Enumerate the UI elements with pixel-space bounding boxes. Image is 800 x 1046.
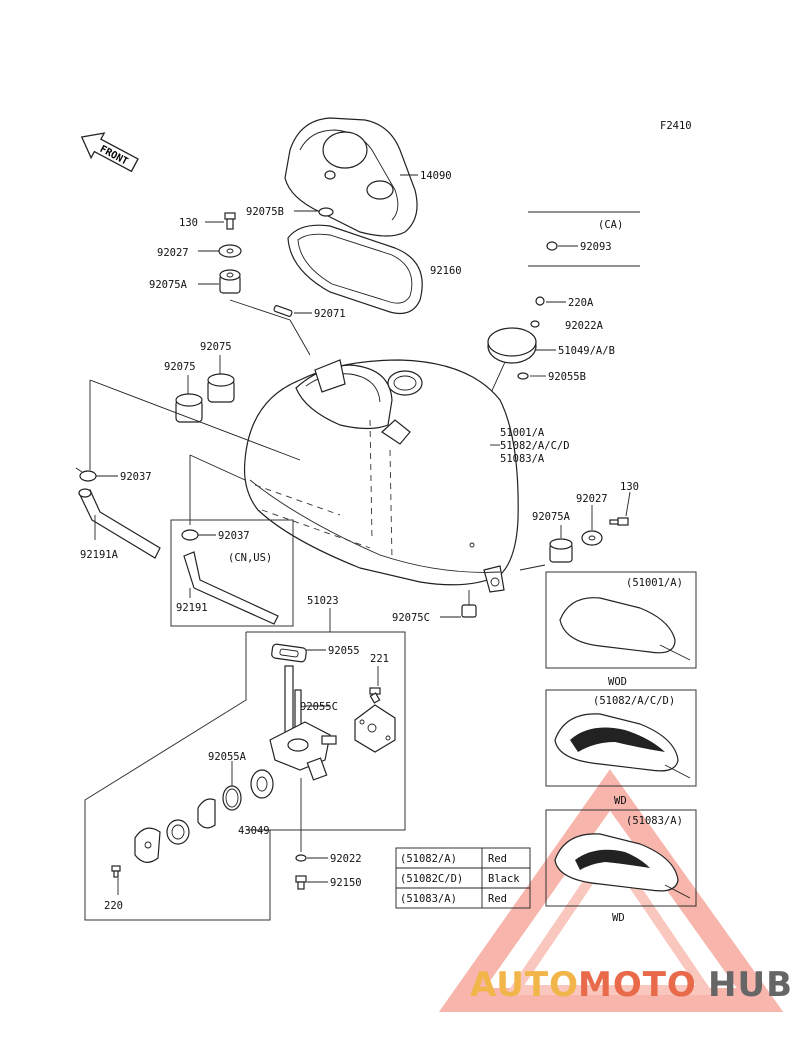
- washer-92022-part: [295, 854, 307, 862]
- fuel-cock-assembly-box: [84, 631, 406, 921]
- variant-1-caption: WOD: [608, 676, 627, 688]
- label-92160: 92160: [430, 265, 462, 277]
- label-220a: 220A: [568, 297, 594, 309]
- label-92075b: 92075B: [246, 206, 284, 218]
- table-row-1-color: Red: [488, 853, 507, 865]
- variant-box-1: (51001/A) WOD: [545, 571, 697, 688]
- hose-92191a-part: [79, 489, 161, 559]
- table-row-2-part: (51082C/D): [400, 873, 463, 885]
- variant-3-caption: WD: [612, 912, 625, 924]
- screw-220-part: [111, 865, 121, 878]
- tank-variant-wd-icon: [554, 713, 679, 772]
- oring-92055b-part: [517, 372, 529, 380]
- washer-92027-left-part: [218, 244, 242, 258]
- clamp-92037-a-part: [75, 467, 97, 482]
- watermark-hub: HUB: [708, 965, 793, 1005]
- color-table: (51082/A) Red (51082C/D) Black (51083/A)…: [395, 847, 531, 909]
- washer-92093-part: [546, 241, 558, 251]
- variant-2-caption: WD: [614, 795, 627, 807]
- washer-92022a-part: [530, 320, 540, 328]
- label-92055c: 92055C: [300, 701, 338, 713]
- gasket-92055-part: [271, 643, 307, 663]
- fuel-cock-body-part: [269, 665, 337, 781]
- tank-variant-wod-icon: [559, 597, 676, 654]
- fuel-cock-plate-part: [134, 827, 161, 863]
- label-92150: 92150: [330, 877, 362, 889]
- table-row-2-color: Black: [488, 873, 520, 885]
- pin-92071-part: [273, 305, 293, 317]
- fuel-cock-washer-part: [166, 819, 190, 845]
- screw-221-part: [369, 687, 381, 704]
- label-92075-b: 92075: [164, 361, 196, 373]
- cap-51049-part: [487, 327, 537, 364]
- label-51001: 51001/A: [500, 427, 545, 439]
- ca-label: (CA): [598, 219, 623, 231]
- hose-92191-part: [183, 551, 279, 625]
- cover-92055c-part: [354, 704, 396, 753]
- damper-92075a-left-part: [219, 269, 241, 294]
- variant-1-label: (51001/A): [626, 577, 683, 589]
- label-92075a-left: 92075A: [149, 279, 188, 291]
- label-130-right: 130: [620, 481, 639, 493]
- figure-code: F2410: [660, 120, 692, 132]
- label-221: 221: [370, 653, 389, 665]
- label-220: 220: [104, 900, 123, 912]
- label-92075c: 92075C: [392, 612, 430, 624]
- watermark-auto: AUTO: [470, 965, 579, 1005]
- label-92037-a: 92037: [120, 471, 152, 483]
- grommet-92075b-part: [318, 207, 334, 217]
- ca-variant-box: (CA) 92093: [528, 211, 640, 267]
- table-row-3-part: (51083/A): [400, 893, 457, 905]
- label-92055: 92055: [328, 645, 360, 657]
- watermark-logo: AUTO MOTO HUB: [470, 965, 793, 1005]
- fuel-tank-part: [243, 359, 519, 593]
- label-92075-a: 92075: [200, 341, 232, 353]
- fuel-cock-spring-part: [197, 798, 216, 829]
- clamp-92037-b-part: [181, 529, 199, 541]
- label-92191: 92191: [176, 602, 208, 614]
- label-92022a: 92022A: [565, 320, 604, 332]
- label-92071: 92071: [314, 308, 346, 320]
- washer-92027-right-part: [581, 530, 603, 546]
- label-92037-b: 92037: [218, 530, 250, 542]
- damper-92075-b-part: [175, 393, 203, 423]
- front-arrow-icon: FRONT: [80, 132, 139, 173]
- label-92055b: 92055B: [548, 371, 586, 383]
- variant-3-label: (51083/A): [626, 815, 683, 827]
- label-51083: 51083/A: [500, 453, 545, 465]
- lever-43049-part: [250, 769, 274, 799]
- damper-92075a-right-part: [549, 538, 573, 563]
- cnus-label: (CN,US): [228, 552, 272, 564]
- label-51049: 51049/A/B: [558, 345, 615, 357]
- table-row-3-color: Red: [488, 893, 507, 905]
- variant-2-label: (51082/A/C/D): [593, 695, 675, 707]
- gasket-92160-part: [287, 224, 423, 315]
- label-92022: 92022: [330, 853, 362, 865]
- label-92027-left: 92027: [157, 247, 189, 259]
- damper-92075c-part: [461, 604, 477, 618]
- damper-92075-a-part: [207, 373, 235, 403]
- label-130-left: 130: [179, 217, 198, 229]
- watermark-moto: MOTO: [578, 965, 697, 1005]
- label-92075a-right: 92075A: [532, 511, 571, 523]
- tank-cover-part: [284, 117, 418, 237]
- variant-box-2: (51082/A/C/D) WD: [545, 689, 697, 807]
- screw-220a-part: [535, 296, 545, 306]
- variant-box-3: (51083/A) WD: [545, 809, 697, 924]
- label-92055a: 92055A: [208, 751, 247, 763]
- label-43049: 43049: [238, 825, 270, 837]
- label-51023: 51023: [307, 595, 339, 607]
- bolt-92150-part: [295, 875, 307, 890]
- bolt-130-left-part: [224, 212, 236, 230]
- label-92191a: 92191A: [80, 549, 119, 561]
- bolt-130-right-part: [609, 517, 629, 526]
- label-92093: 92093: [580, 241, 612, 253]
- cnus-variant-box: 92037 (CN,US) 92191: [170, 519, 294, 627]
- label-51082: 51082/A/C/D: [500, 440, 570, 452]
- label-14090: 14090: [420, 170, 452, 182]
- label-92027-right: 92027: [576, 493, 608, 505]
- table-row-1-part: (51082/A): [400, 853, 457, 865]
